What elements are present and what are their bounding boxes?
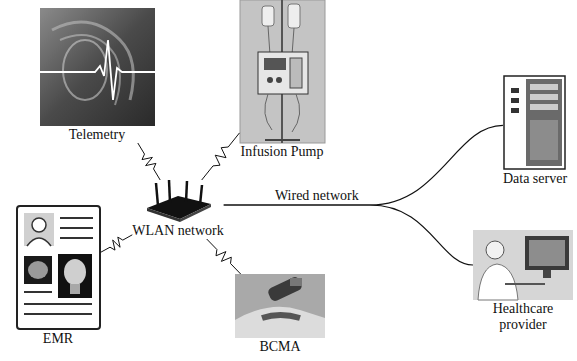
infusion-pump-picture	[240, 0, 325, 143]
wireless-link	[202, 133, 240, 180]
picture-node: Data server	[503, 75, 567, 187]
wired-link	[224, 205, 473, 265]
node-caption: WLAN network	[132, 223, 223, 239]
picture-area	[473, 230, 573, 300]
wireless-link	[138, 143, 160, 180]
picture-area	[143, 180, 213, 222]
picture-area	[235, 274, 325, 338]
edge-label: Wired network	[273, 188, 361, 203]
server-picture	[504, 76, 565, 169]
picture-area	[240, 0, 325, 143]
picture-node: WLAN network	[132, 180, 223, 239]
node-caption: Telemetry	[69, 127, 126, 143]
node-caption: Data server	[503, 171, 567, 187]
picture-node: EMR	[16, 205, 101, 347]
telemetry-picture	[40, 8, 155, 126]
picture-node: Telemetry	[40, 8, 155, 143]
picture-area	[40, 8, 155, 126]
picture-area	[504, 75, 566, 170]
node-caption: BCMA	[259, 339, 300, 355]
node-caption: Infusion Pump	[241, 144, 324, 160]
bcma-picture	[235, 274, 325, 338]
router-picture	[147, 180, 211, 222]
picture-node: BCMA	[235, 274, 325, 355]
wireless-link	[101, 235, 133, 253]
wireless-link	[207, 239, 241, 274]
emr-picture	[17, 206, 100, 329]
provider-picture	[473, 230, 573, 300]
wired-link	[224, 125, 503, 205]
node-caption: EMR	[43, 331, 73, 347]
picture-node: Healthcare provider	[473, 230, 573, 333]
node-caption: Healthcare provider	[483, 301, 563, 333]
picture-node: Infusion Pump	[240, 0, 325, 160]
picture-area	[16, 205, 101, 330]
